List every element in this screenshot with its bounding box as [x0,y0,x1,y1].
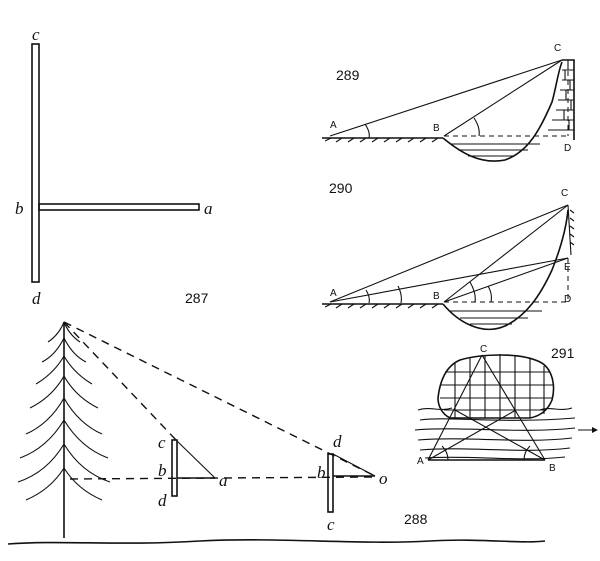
near-label-a: a [219,471,228,490]
cliff-bricks [548,60,574,131]
label-a: a [204,199,213,218]
label-c: c [32,25,40,44]
line-B-inner-291 [454,409,546,461]
figure-287: c b a d 287 [15,25,213,308]
tree-branches [17,321,111,501]
cross-staff-horizontal-bar [38,203,200,211]
water-lines-290 [450,310,542,325]
ground-hatch [324,137,439,143]
ground-line [7,539,546,545]
near-cross-sight-upper [176,440,216,479]
figure-number-287: 287 [185,290,209,306]
label-B-290: B [433,291,440,302]
direction-arrow-head [592,427,598,433]
near-label-d: d [158,491,167,510]
figure-288: c b d a d b o c 288 [7,321,546,545]
water-lines [450,143,540,157]
line-BC [443,59,563,137]
figure-number-288: 288 [404,511,428,527]
ground-hatch-290 [324,303,439,309]
line-AC-290 [329,204,569,303]
cross-staff-vertical-bar [31,43,40,283]
label-D: D [564,143,571,154]
label-A: A [330,120,337,131]
line-AE-290 [329,257,569,303]
angle-A-arc [364,123,370,139]
label-B: B [433,123,440,134]
angle-B-arc [473,117,480,137]
water-waves [414,407,576,460]
label-A-291: A [417,456,424,467]
label-b: b [15,199,24,218]
label-E-290: E [564,262,571,273]
near-label-b: b [158,461,167,480]
far-label-d: d [333,432,342,451]
cliff-290 [567,204,575,256]
rock-grid [440,354,554,418]
label-d: d [32,289,41,308]
figure-289: 289 A B C D [322,43,575,162]
water-basin [442,61,563,162]
label-C-291: C [480,344,487,355]
cliff-wall [562,59,575,140]
figure-number-289: 289 [336,67,360,83]
label-C: C [554,43,561,54]
near-cross-vertical-bar [171,439,178,497]
water-basin-290 [442,209,569,331]
line-A-inner-291 [427,409,517,461]
line-CB-291 [481,354,546,461]
sight-line-to-near-cross [63,321,178,442]
label-D-290: D [564,294,571,305]
figure-number-290: 290 [329,180,353,196]
line-CA-291 [427,354,483,461]
far-label-c: c [327,515,335,534]
near-label-c: c [158,433,166,452]
line-AC [329,59,563,137]
line-BC-290 [443,204,569,303]
line-BE-290 [443,257,569,303]
label-A-290: A [330,288,337,299]
angle-arcs-290 [365,281,492,304]
sight-line-to-far-cross [63,321,376,477]
figure-290: 290 A B C D E [322,180,575,331]
figure-291: 291 C A B [414,344,598,474]
far-label-b: b [317,463,326,482]
far-cross-vertical-bar [327,453,334,513]
label-C-290: C [561,188,568,199]
far-label-o: o [379,469,388,488]
angle-arcs-291 [441,445,531,461]
label-B-291: B [549,463,556,474]
figure-number-291: 291 [551,345,575,361]
